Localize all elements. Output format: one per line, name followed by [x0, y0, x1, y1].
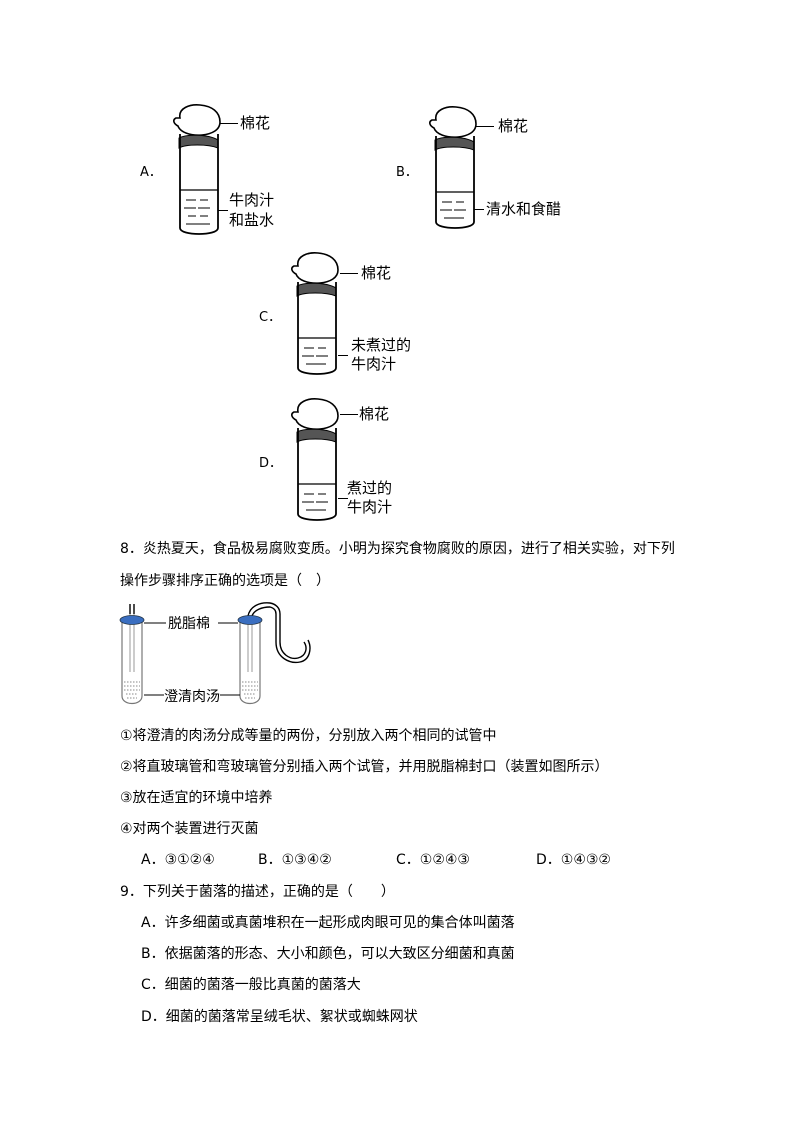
label-liquid-c-2: 牛肉汁	[351, 355, 397, 373]
cotton-plug-icon	[291, 398, 339, 430]
label-cotton-a: 棉花	[240, 114, 271, 132]
label-cotton-d: 棉花	[359, 405, 390, 423]
label-clear-broth: 澄清肉汤	[164, 689, 220, 705]
test-tube-a-figure	[173, 104, 221, 235]
q8-apparatus-figure	[119, 602, 311, 705]
cotton-plug-icon	[291, 252, 339, 284]
option-c-letter: C．	[259, 310, 282, 325]
option-d-letter: D．	[259, 456, 283, 471]
q8-option-b[interactable]: B．①③④②	[258, 852, 332, 868]
q8-stem-line2: 操作步骤排序正确的选项是（ ）	[120, 573, 330, 589]
q8-step-3: ③放在适宜的环境中培养	[120, 790, 273, 806]
label-liquid-d-1: 煮过的	[347, 479, 393, 497]
q9-option-d[interactable]: D．细菌的菌落常呈绒毛状、絮状或蜘蛛网状	[141, 1009, 418, 1025]
q8-step-4: ④对两个装置进行灭菌	[120, 821, 259, 837]
q8-option-c[interactable]: C．①②④③	[396, 852, 470, 868]
label-skimmed-cotton: 脱脂棉	[168, 616, 210, 632]
q8-stem-line1: 8．炎热夏天，食品极易腐败变质。小明为探究食物腐败的原因，进行了相关实验，对下列	[120, 541, 675, 557]
label-liquid-a-1: 牛肉汁	[229, 191, 275, 209]
q8-step-1: ①将澄清的肉汤分成等量的两份，分别放入两个相同的试管中	[120, 728, 497, 744]
option-a-letter: A．	[140, 165, 162, 180]
option-b-letter: B．	[396, 165, 418, 180]
q9-option-a[interactable]: A．许多细菌或真菌堆积在一起形成肉眼可见的集合体叫菌落	[141, 915, 515, 931]
label-liquid-d-2: 牛肉汁	[347, 498, 393, 516]
label-cotton-c: 棉花	[361, 264, 392, 282]
label-liquid-b-1: 清水和食醋	[486, 200, 562, 218]
cotton-plug-icon	[119, 615, 145, 625]
cotton-plug-icon	[429, 106, 477, 138]
label-cotton-b: 棉花	[498, 117, 529, 135]
cotton-plug-icon	[237, 615, 263, 625]
q8-option-d[interactable]: D．①④③②	[536, 852, 611, 868]
test-tube-d-figure	[291, 398, 339, 521]
test-tube-c-figure	[291, 252, 339, 375]
q9-option-c[interactable]: C．细菌的菌落一般比真菌的菌落大	[141, 977, 361, 993]
q8-step-2: ②将直玻璃管和弯玻璃管分别插入两个试管，并用脱脂棉封口（装置如图所示）	[120, 759, 609, 775]
cotton-plug-icon	[173, 104, 221, 136]
label-liquid-c-1: 未煮过的	[351, 336, 412, 354]
q9-option-b[interactable]: B．依据菌落的形态、大小和颜色，可以大致区分细菌和真菌	[141, 946, 515, 962]
q8-option-a[interactable]: A．③①②④	[141, 852, 215, 868]
label-liquid-a-2: 和盐水	[229, 211, 275, 229]
q9-stem: 9．下列关于菌落的描述，正确的是（ ）	[120, 884, 395, 900]
test-tube-b-figure	[429, 106, 477, 229]
